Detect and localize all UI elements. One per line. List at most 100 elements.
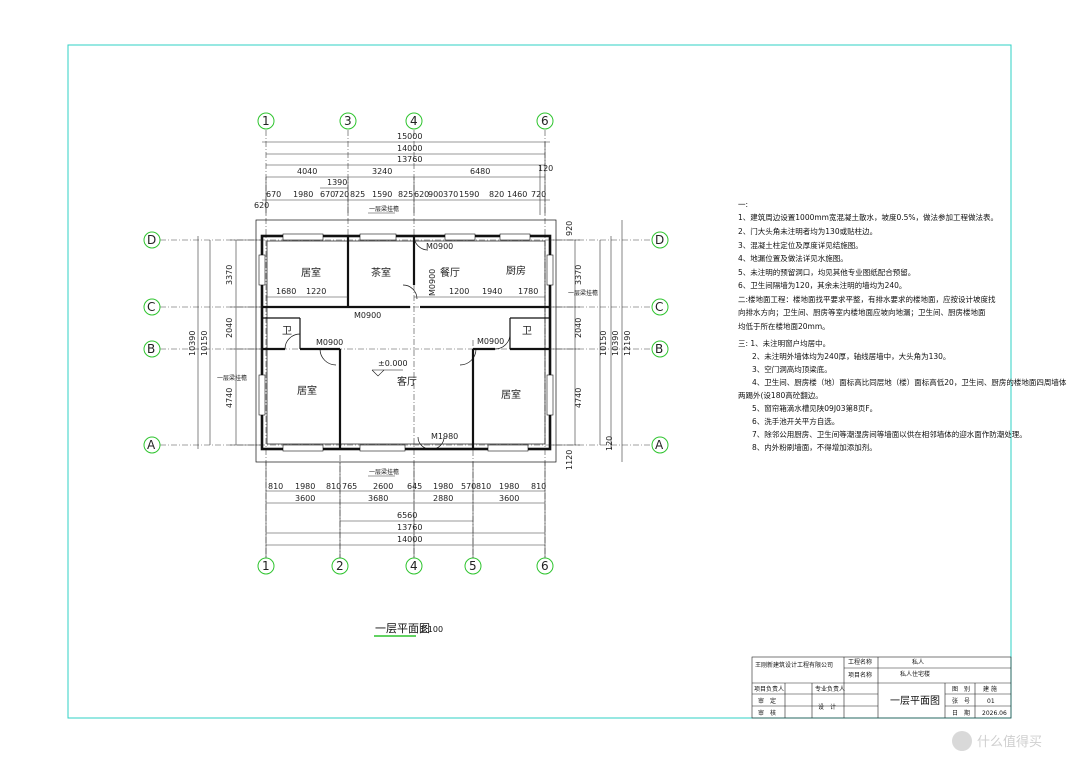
tb-date-label: 日 期 xyxy=(952,709,970,717)
dim-small-6: 825 xyxy=(398,190,413,199)
drawing-scale: 1:100 xyxy=(420,625,443,634)
right-dimension-lines xyxy=(550,220,623,462)
grid-label-bottom-6: 6 xyxy=(541,559,549,573)
note-line-5: 6、卫生间隔墙为120，其余未注明的墙均为240。 xyxy=(738,280,906,290)
note-line-6: 二:楼地面工程：楼地面找平要求平整，有排水要求的楼地面，应按设计坡度找 xyxy=(738,294,996,304)
door-label-3: M0900 xyxy=(316,338,343,347)
watermark: 什么值得买 xyxy=(952,731,1042,751)
dim-1390: 1390 xyxy=(327,178,347,187)
note-line-1: 2、门大头角未注明者均为130或贴柱边。 xyxy=(738,226,877,236)
dim-14000: 14000 xyxy=(397,144,422,153)
door-label-1: M0900 xyxy=(426,242,453,251)
tb-item-name-label: 项目名称 xyxy=(848,671,872,679)
tb-discipline-lead: 专业负责人 xyxy=(815,685,845,693)
drawing-frame xyxy=(67,44,1012,719)
door-label-4: M0900 xyxy=(477,337,504,346)
grid-label-bottom-2: 2 xyxy=(336,559,344,573)
note-line-11: 3、空门洞高均顶梁底。 xyxy=(752,364,832,374)
bottom-mid-1: 3680 xyxy=(368,494,388,503)
note-line-12: 4、卫生间、厨房楼（地）面标高比同层地（楼）面标高低20，卫生间、厨房的楼地面四… xyxy=(752,377,1067,387)
right-dim-120: 120 xyxy=(605,436,614,451)
right-dim-10390: 10390 xyxy=(611,331,620,356)
dim-small-12: 1460 xyxy=(507,190,527,199)
right-dim-4740: 4740 xyxy=(574,388,583,408)
bottom-small-7: 570 xyxy=(461,482,476,491)
bottom-small-0: 810 xyxy=(268,482,283,491)
tb-cat-label: 图 别 xyxy=(952,685,970,693)
dim-small-13: 720 xyxy=(531,190,546,199)
right-dim-10150: 10150 xyxy=(599,331,608,356)
bottom-dimension-lines xyxy=(265,462,546,558)
tb-project-name: 私人 xyxy=(912,658,924,666)
dim-small-3: 720 xyxy=(334,190,349,199)
dim-small-2: 670 xyxy=(320,190,335,199)
grid-label-right-A: A xyxy=(655,438,664,452)
title-block xyxy=(751,656,1012,719)
grid-label-left-B: B xyxy=(147,342,155,356)
note-line-9: 三: 1、未注明窗户均居中。 xyxy=(738,338,830,348)
grid-label-top-4: 4 xyxy=(410,114,418,128)
bottom-dimension-text: 810 1980 810 765 2600 645 1980 570 810 1… xyxy=(268,482,546,544)
beam-mark-top: 一层梁挂檐 xyxy=(369,205,399,213)
room-tea: 茶室 xyxy=(371,266,391,279)
note-line-16: 7、除邻公用厨房、卫生间等潮湿房间等墙面以供在相邻墙体的迎水面作防潮处理。 xyxy=(752,429,1027,439)
room-kitchen: 厨房 xyxy=(506,264,526,277)
bottom-small-3: 765 xyxy=(342,482,357,491)
tb-check: 审 核 xyxy=(758,709,776,717)
right-dim-2040: 2040 xyxy=(574,318,583,338)
tb-design: 设 计 xyxy=(818,703,836,711)
grid-label-top-6: 6 xyxy=(541,114,549,128)
grid-bubbles-top: 1 3 4 6 xyxy=(257,112,554,130)
watermark-icon xyxy=(952,731,972,751)
room-dining: 餐厅 xyxy=(440,266,460,279)
dim-small-10: 1590 xyxy=(459,190,479,199)
left-dim-10390: 10390 xyxy=(188,331,197,356)
dim-620-left: 620 xyxy=(254,201,269,210)
grid-bubbles-bottom: 1 2 4 5 6 xyxy=(257,557,554,575)
dim-small-1: 1980 xyxy=(293,190,313,199)
dim-3240: 3240 xyxy=(372,167,392,176)
beam-mark-left: 一层梁挂檐 xyxy=(217,374,247,382)
note-line-4: 5、未注明的预留洞口，均见其他专业图纸配合预留。 xyxy=(738,267,915,277)
grid-label-left-A: A xyxy=(147,438,156,452)
bottom-small-5: 645 xyxy=(407,482,422,491)
bottom-mid-2: 2880 xyxy=(433,494,453,503)
room-bedroom-1: 居室 xyxy=(301,266,321,279)
beam-mark-right: 一层梁挂檐 xyxy=(568,289,598,297)
note-line-2: 3、混凝土柱定位及厚度详见结施图。 xyxy=(738,240,863,250)
dim-small-0: 670 xyxy=(266,190,281,199)
note-line-7: 向排水方向；卫生间、厨房等室内楼地面应坡向地漏；卫生间、厨房楼地面 xyxy=(738,307,986,317)
bottom-small-9: 1980 xyxy=(499,482,519,491)
dim-small-11: 820 xyxy=(489,190,504,199)
dim-120-top: 120 xyxy=(538,164,553,173)
room-bedroom-2: 居室 xyxy=(297,384,317,397)
bottom-small-4: 2600 xyxy=(373,482,393,491)
interior-dim-1780: 1780 xyxy=(518,287,538,296)
right-dim-920: 920 xyxy=(565,221,574,236)
note-line-17: 8、内外粉刷墙面，不得增加添加剂。 xyxy=(752,442,877,452)
note-line-14: 5、窗帘箱滴水槽见陕09J03第8页F。 xyxy=(752,403,877,413)
bottom-14000: 14000 xyxy=(397,535,422,544)
bottom-small-6: 1980 xyxy=(433,482,453,491)
tb-company: 王刚新建筑设计工程有限公司 xyxy=(755,661,833,669)
note-line-8: 均低于所在楼地面20mm。 xyxy=(738,321,830,331)
bottom-small-8: 810 xyxy=(476,482,491,491)
left-dim-2040: 2040 xyxy=(225,318,234,338)
grid-label-right-C: C xyxy=(655,300,663,314)
design-notes: 一: 1、建筑周边设置1000mm宽混凝土散水，坡度0.5%，做法参加工程做法表… xyxy=(738,200,1067,452)
interior-dim-1220: 1220 xyxy=(306,287,326,296)
dim-small-7: 620 xyxy=(414,190,429,199)
grid-label-bottom-5: 5 xyxy=(469,559,477,573)
note-line-15: 6、洗手池开关平方自选。 xyxy=(752,416,839,426)
dim-small-9: 370 xyxy=(443,190,458,199)
level-mark xyxy=(371,369,403,377)
room-wc-left: 卫 xyxy=(282,326,292,337)
left-dimension-text: 3370 2040 4740 10150 10390 xyxy=(188,265,234,408)
tb-project-lead: 项目负责人 xyxy=(754,685,784,693)
door-label-5: M0900 xyxy=(428,269,437,296)
grid-label-left-C: C xyxy=(147,300,155,314)
bottom-small-2: 810 xyxy=(326,482,341,491)
note-line-10: 2、未注明外墙体均为240厚，轴线居墙中，大头角为130。 xyxy=(752,351,950,361)
interior-dim-1940: 1940 xyxy=(482,287,502,296)
